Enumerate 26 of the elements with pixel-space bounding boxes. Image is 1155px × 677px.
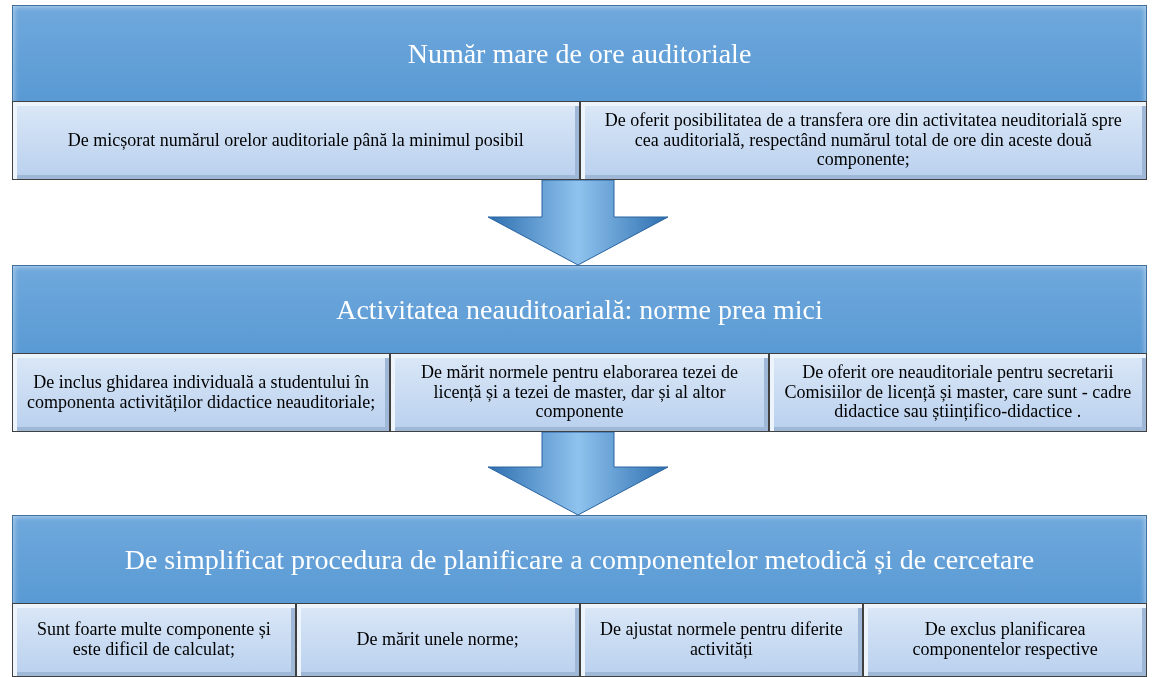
sub-text: De oferit posibilitatea de a transfera ore din activitatea neuditorială spre cea auditorială, respectând numărul total de ore din aceste două componente; [603,110,1123,171]
sub-box [863,603,1147,677]
sub-box [295,603,580,677]
sub-box [12,101,580,180]
sub-box [390,353,769,432]
section-title: De simplificat procedura de planificare a componentelor metodică și de cercetare [123,543,1036,577]
section-band [12,5,1147,180]
sub-text: De inclus ghidarea individuală a studentului în componenta activităților didactice neauditoriale; [26,372,377,413]
sub-text: De mărit normele pentru elaborarea tezei de licență și a tezei de master, dar și al altor componente [420,362,739,423]
section-band [12,515,1147,677]
sub-text: De oferit ore neauditoriale pentru secretarii Comisiilor de licență și master, care sunt - cadre didactice sau științifico-didactice . [783,362,1133,423]
sub-text: Sunt foarte multe componente și este dificil de calculat; [35,620,272,660]
block-arrow [487,431,669,516]
section-band [12,265,1147,432]
section-title: Număr mare de ore auditoriale [406,37,753,71]
sub-box [768,353,1147,432]
block-arrow [487,179,669,266]
sub-text: De ajustat normele pentru diferite activități [598,620,844,660]
sub-box [12,353,391,432]
sub-text: De exclus planificarea componentelor respective [911,620,1099,660]
section-title: Activitatea neauditoarială: norme prea mici [335,293,824,327]
sub-text: De micșorat numărul orelor auditoriale până la minimul posibil [67,130,524,151]
sub-text: De mărit unele norme; [356,630,519,650]
sub-box [12,603,296,677]
sub-box [579,603,864,677]
sub-box [579,101,1147,180]
